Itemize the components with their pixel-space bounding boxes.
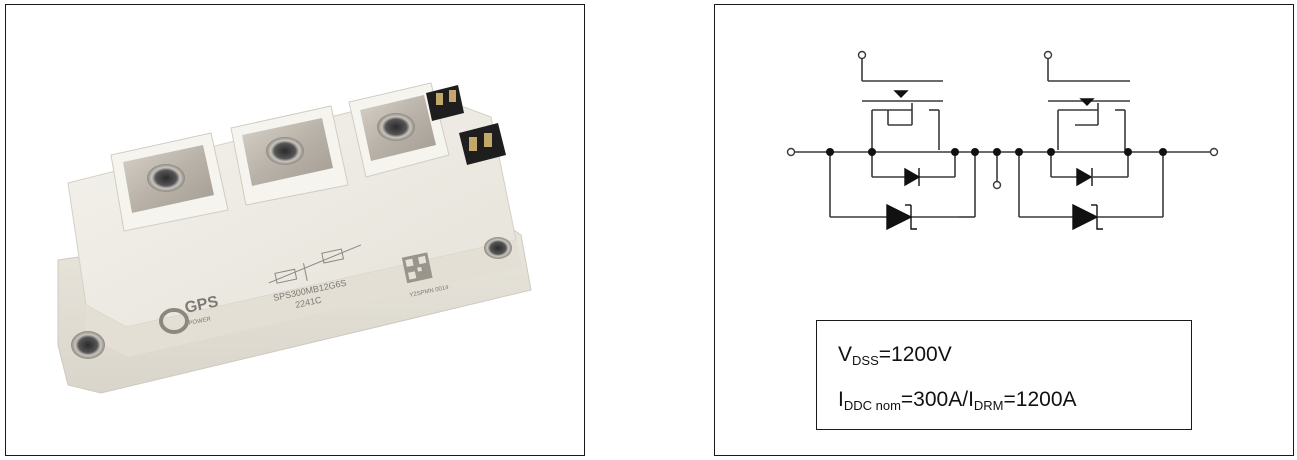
svg-text:POWER: POWER — [188, 316, 212, 327]
spec-vdss: VDSS=1200V — [838, 343, 952, 368]
specs-box: VDSS=1200V IDDC nom=300A/IDRM=1200A — [816, 320, 1192, 430]
product-photo-panel: GPS POWER SPS300MB12G6S 2241C Y2SPMN 001… — [5, 4, 585, 456]
module-photo: GPS POWER SPS300MB12G6S 2241C Y2SPMN 001… — [57, 82, 532, 394]
spec-current: IDDC nom=300A/IDRM=1200A — [838, 388, 1077, 413]
svg-text:GPS: GPS — [183, 293, 220, 317]
module-logo: GPS POWER — [159, 293, 220, 334]
module-qr-code — [401, 252, 433, 284]
circuit-schematic — [786, 50, 1219, 231]
schematic-panel: VDSS=1200V IDDC nom=300A/IDRM=1200A — [714, 4, 1294, 456]
